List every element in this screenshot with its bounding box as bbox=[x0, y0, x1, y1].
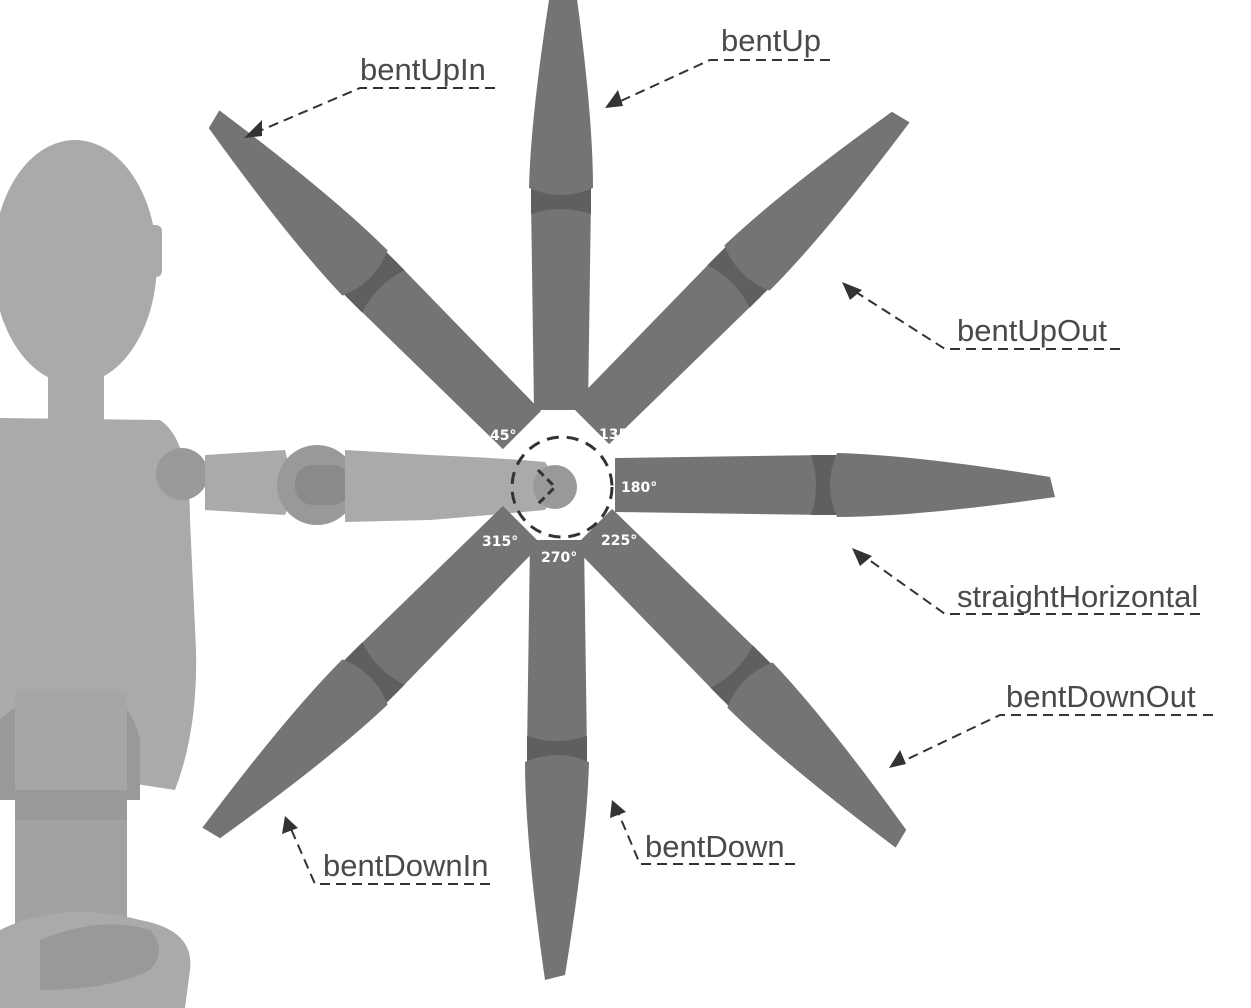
human-figure bbox=[0, 140, 554, 1008]
figure-head bbox=[0, 140, 157, 384]
figure-upper-arm bbox=[205, 450, 295, 515]
angle-label-90: 90° bbox=[547, 410, 573, 426]
arm-135 bbox=[567, 91, 924, 448]
callout-line-straight-horizontal bbox=[857, 551, 1200, 615]
arm-225 bbox=[570, 505, 927, 862]
figure-thigh-band bbox=[15, 790, 127, 820]
callout-line-bent-down-out bbox=[894, 714, 1213, 766]
arrow-head-icon bbox=[605, 90, 623, 108]
rotation-dashed-circle bbox=[510, 435, 614, 539]
callout-line-bent-down bbox=[614, 804, 795, 865]
angle-label-135: 135° bbox=[599, 427, 635, 443]
arrow-head-icon bbox=[852, 548, 872, 566]
callouts bbox=[249, 59, 1213, 885]
angle-label-45: 45° bbox=[490, 428, 516, 444]
arrow-head-icon bbox=[610, 800, 626, 818]
label-bent-down-in: bentDownIn bbox=[323, 848, 488, 883]
figure-knee bbox=[15, 820, 127, 930]
figure-foot-shade bbox=[40, 924, 159, 990]
arrow-head-icon bbox=[889, 750, 906, 768]
label-bent-down: bentDown bbox=[645, 829, 785, 864]
angle-label-180: 180° bbox=[621, 480, 657, 496]
arm-270 bbox=[525, 540, 589, 980]
arrow-head-icon bbox=[244, 120, 262, 138]
label-bent-up-in: bentUpIn bbox=[360, 52, 486, 87]
angle-label-315: 315° bbox=[482, 534, 518, 550]
callout-line-bent-up-in bbox=[249, 87, 495, 136]
arrow-heads bbox=[244, 90, 906, 834]
arm-45 bbox=[188, 96, 545, 453]
pivot-arrow-icon bbox=[536, 468, 558, 506]
angle-label-225: 225° bbox=[601, 533, 637, 549]
label-bent-down-out: bentDownOut bbox=[1006, 679, 1196, 714]
label-bent-up-out: bentUpOut bbox=[957, 313, 1107, 348]
arm-315 bbox=[188, 502, 545, 859]
figure-elbow-cap bbox=[295, 465, 350, 505]
figure-shoulder bbox=[156, 448, 208, 500]
label-straight-horizontal: straightHorizontal bbox=[957, 579, 1198, 614]
figure-ear bbox=[147, 225, 162, 277]
arrow-head-icon bbox=[842, 282, 862, 300]
label-bent-up: bentUp bbox=[721, 23, 821, 58]
arm-90 bbox=[529, 0, 593, 410]
figure-forearm bbox=[345, 450, 554, 522]
arm-180 bbox=[615, 453, 1055, 517]
callout-line-bent-up bbox=[611, 59, 830, 106]
angle-label-270: 270° bbox=[541, 550, 577, 566]
arrow-head-icon bbox=[282, 816, 298, 834]
